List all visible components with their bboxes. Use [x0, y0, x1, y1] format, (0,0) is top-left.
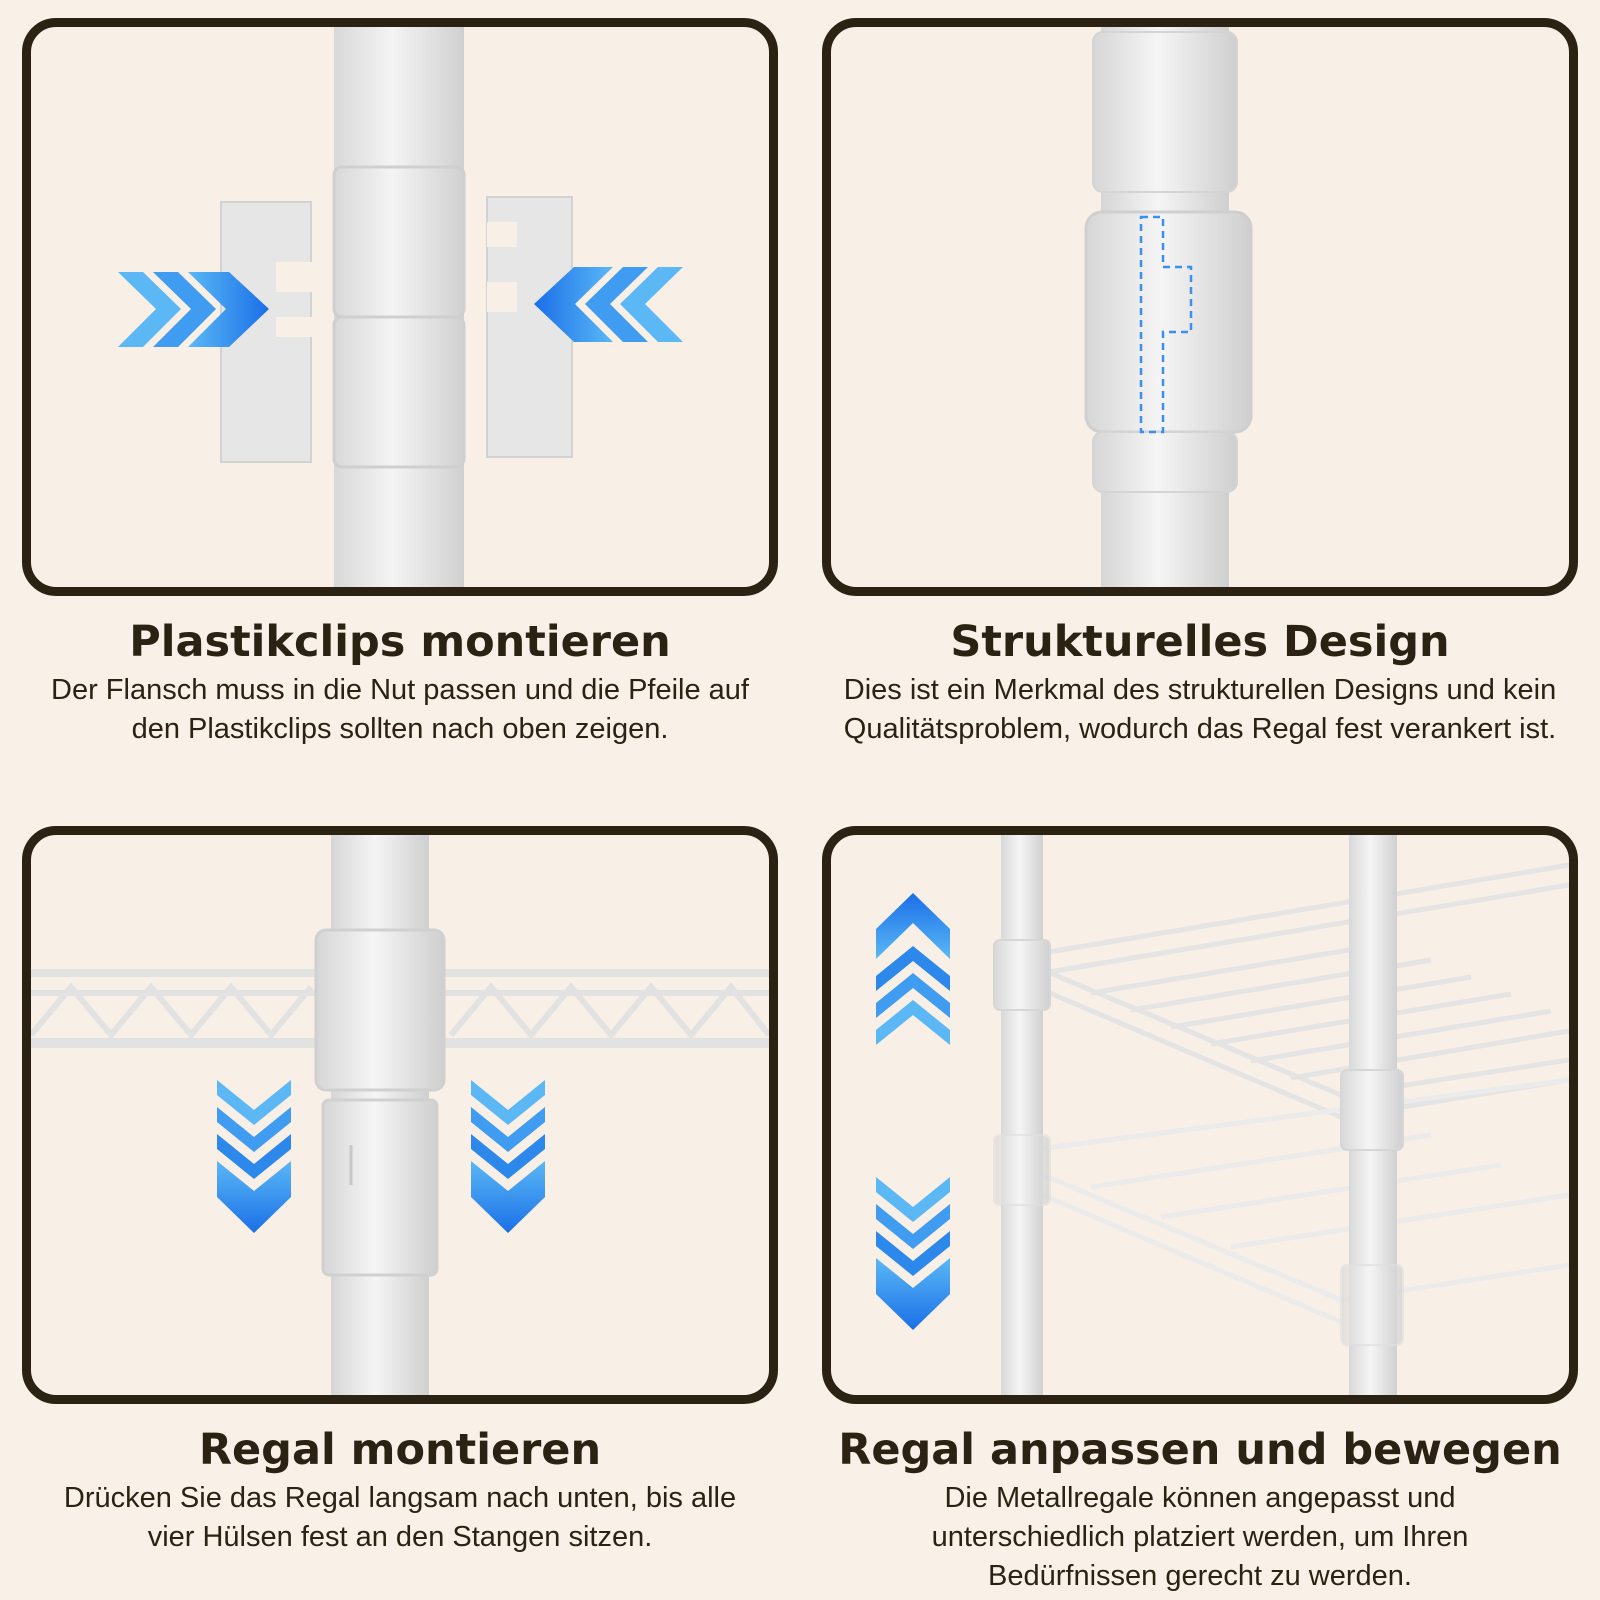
illustration-structural-design	[1084, 27, 1253, 587]
arrow-down-icon	[876, 1177, 950, 1330]
image-frame-structural-design	[822, 18, 1578, 596]
pole-segment	[1092, 431, 1238, 493]
left-clip	[220, 201, 314, 463]
illustration-mount-shelf	[31, 835, 769, 1395]
panel-description: Die Metallregale können angepasst und un…	[931, 1482, 1469, 1592]
panel-description: Dies ist ein Merkmal des strukturellen D…	[843, 674, 1557, 745]
illustration-plastic-clips	[118, 27, 683, 587]
arrow-left-icon	[534, 267, 683, 342]
panel-title: Regal montieren	[198, 1425, 602, 1475]
caption-adjust-shelf: Regal anpassen und bewegen Die Metallreg…	[822, 1421, 1578, 1596]
panel-title: Plastikclips montieren	[129, 617, 671, 667]
panel-description: Der Flansch muss in die Nut passen und d…	[51, 674, 749, 745]
image-frame-adjust-shelf	[822, 826, 1578, 1404]
panel-description: Drücken Sie das Regal langsam nach unten…	[63, 1482, 737, 1553]
sleeve	[321, 1098, 439, 1277]
image-frame-plastic-clips	[22, 18, 778, 596]
right-clip	[486, 196, 573, 458]
pole-segment	[332, 165, 466, 319]
pole-segment	[1092, 31, 1238, 193]
caption-mount-shelf: Regal montieren Drücken Sie das Regal la…	[22, 1421, 778, 1557]
illustration-adjust-shelf	[876, 835, 1569, 1395]
caption-plastic-clips: Plastikclips montieren Der Flansch muss …	[22, 613, 778, 749]
wire-shelf-lower	[1030, 1077, 1569, 1325]
panel-title: Strukturelles Design	[950, 617, 1450, 667]
sleeve	[993, 939, 1051, 1011]
sleeve	[1084, 210, 1253, 434]
arrow-down-icon	[217, 1080, 291, 1233]
sleeve	[1340, 1069, 1404, 1151]
sleeve	[993, 1134, 1051, 1206]
panel-title: Regal anpassen und bewegen	[838, 1425, 1562, 1475]
sleeve	[1340, 1264, 1404, 1346]
pole	[1001, 835, 1043, 1395]
dashed-outline	[1139, 215, 1193, 434]
wire-shelf-upper	[1030, 862, 1569, 1120]
arrow-up-icon	[876, 893, 950, 1045]
pole-segment	[332, 315, 466, 469]
arrow-right-icon	[118, 272, 269, 347]
shelf-corner	[314, 928, 446, 1092]
arrow-down-icon	[471, 1080, 545, 1233]
caption-structural-design: Strukturelles Design Dies ist ein Merkma…	[822, 613, 1578, 749]
image-frame-mount-shelf	[22, 826, 778, 1404]
